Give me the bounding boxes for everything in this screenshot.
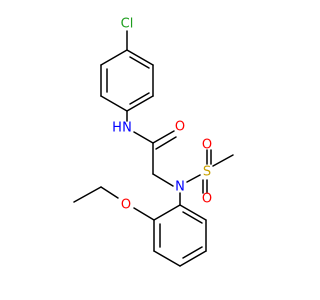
sulfonyl-oxygen-bottom-label: O <box>202 192 212 207</box>
bond <box>152 130 175 144</box>
bond <box>100 186 119 199</box>
aromatic-inner-bond <box>129 56 150 69</box>
chlorophenyl-ring <box>100 49 154 112</box>
bond <box>153 250 181 267</box>
chemical-structure-diagram: Cl N H O N S O O O <box>73 17 234 267</box>
bond <box>126 95 154 112</box>
bond <box>179 204 207 221</box>
aromatic-inner-bond <box>129 92 150 105</box>
bond <box>212 154 234 167</box>
bond <box>179 250 207 267</box>
sulfonyl-oxygen-top-label: O <box>202 138 212 153</box>
ether-oxygen-label: O <box>121 198 131 213</box>
sulfur-atom-label: S <box>203 165 211 180</box>
sulfonamide-nitrogen-label: N <box>175 180 185 195</box>
carbonyl-oxygen-label: O <box>175 120 185 135</box>
amide-nitrogen-label: N <box>122 121 132 136</box>
amide-hydrogen-label: H <box>112 121 122 136</box>
aromatic-inner-bond <box>182 246 203 259</box>
bond <box>155 136 177 150</box>
bond <box>73 186 102 203</box>
bond <box>126 49 154 66</box>
bond <box>153 204 181 221</box>
chlorine-atom-label: Cl <box>121 17 134 32</box>
bond <box>152 173 174 187</box>
ethoxyphenyl-ring <box>153 204 207 267</box>
bond <box>186 174 201 183</box>
bond <box>100 49 128 66</box>
bond <box>133 131 154 144</box>
bond <box>100 95 128 112</box>
aromatic-inner-bond <box>182 211 203 224</box>
bond <box>133 207 155 221</box>
